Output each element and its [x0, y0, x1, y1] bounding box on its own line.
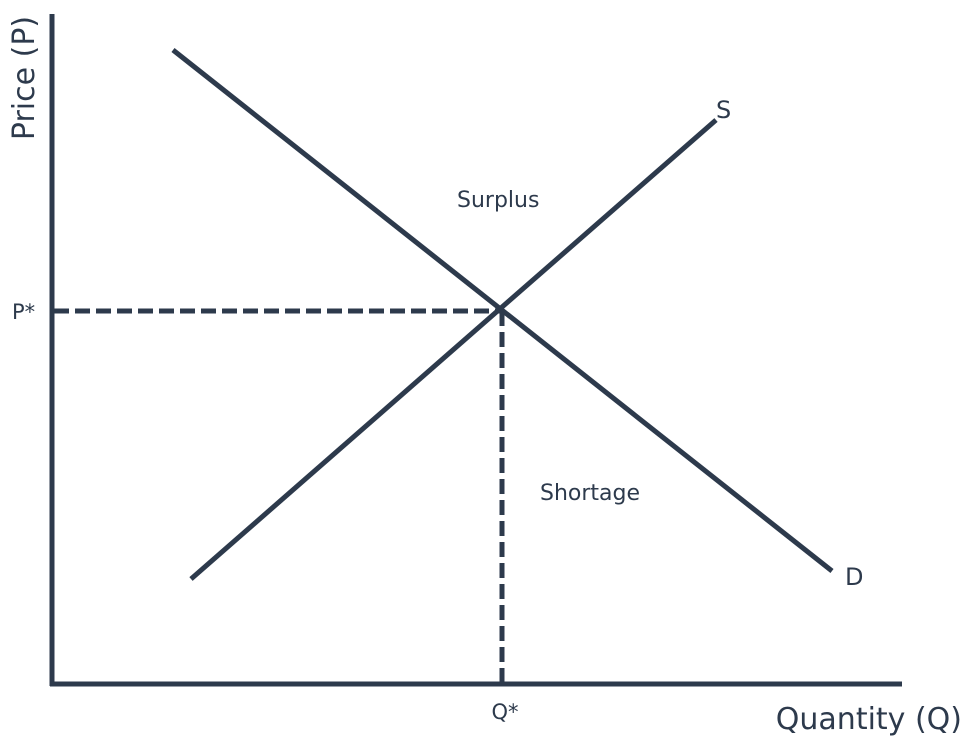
equilibrium-price-label: P*	[12, 300, 35, 324]
supply-curve	[189, 118, 718, 581]
equilibrium-quantity-label: Q*	[491, 700, 518, 724]
demand-label: D	[845, 563, 863, 591]
surplus-label: Surplus	[457, 188, 539, 213]
demand-curve	[171, 48, 834, 573]
x-axis-title: Quantity (Q)	[776, 702, 962, 737]
supply-label: S	[716, 96, 731, 124]
y-axis-title: Price (P)	[7, 16, 42, 140]
shortage-label: Shortage	[540, 481, 640, 506]
